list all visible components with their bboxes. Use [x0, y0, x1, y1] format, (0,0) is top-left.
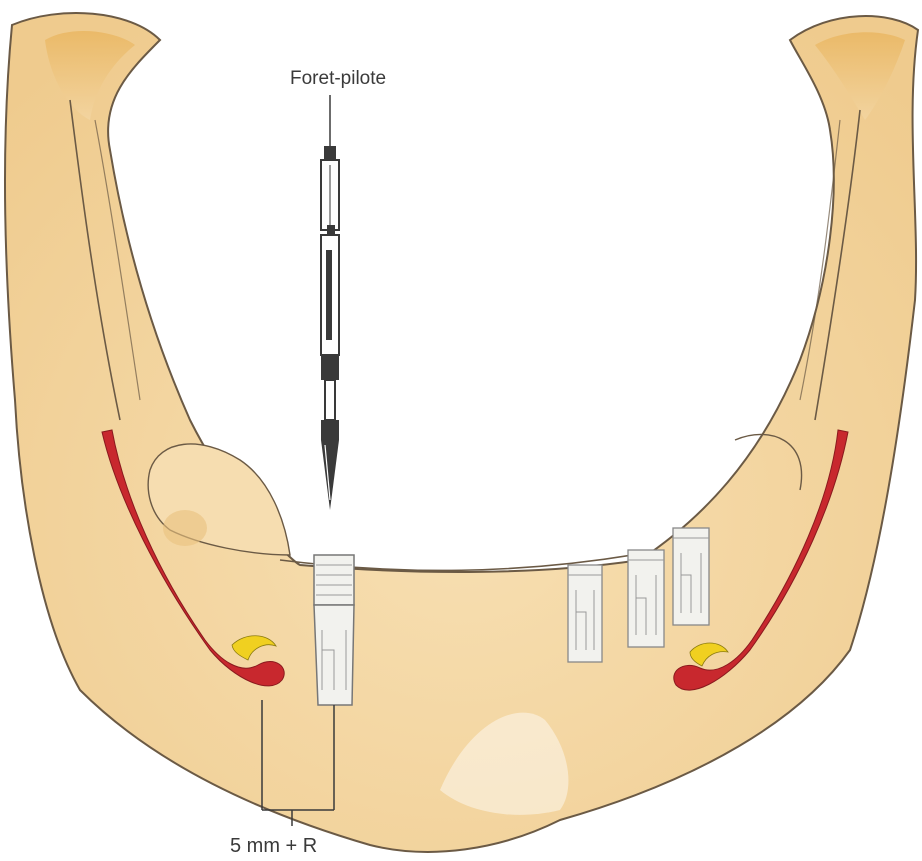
implant-left: [314, 555, 354, 705]
implant-right-3: [673, 528, 709, 625]
implant-right-2: [628, 550, 664, 647]
implant-right-1: [568, 565, 602, 662]
mandible-bone: [5, 13, 918, 852]
pilot-drill-icon: [321, 95, 339, 510]
distance-label: 5 mm + R: [230, 835, 317, 857]
pilot-drill-label: Foret-pilote: [290, 68, 386, 89]
